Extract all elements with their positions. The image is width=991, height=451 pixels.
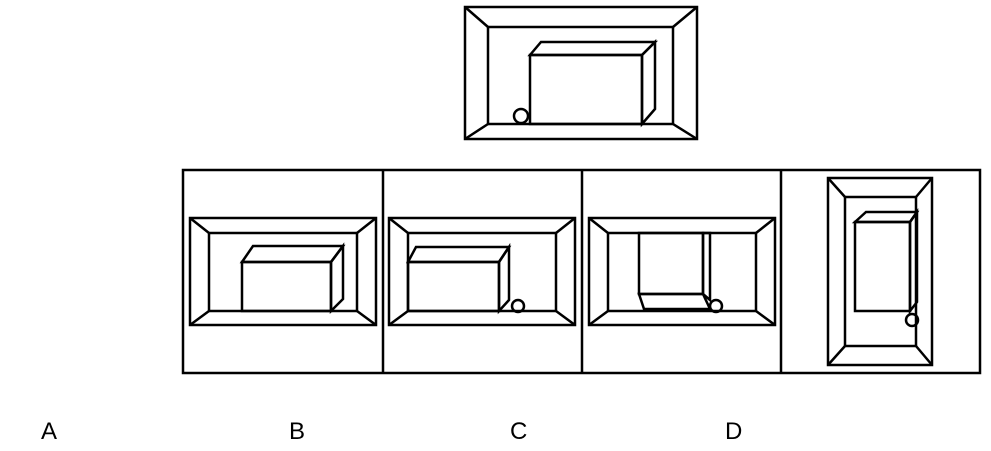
option-c-label: C — [510, 418, 528, 445]
cuboid — [405, 242, 512, 315]
cuboid — [527, 38, 659, 128]
cuboid — [239, 242, 346, 315]
cuboid — [851, 208, 920, 315]
option-d-label: D — [725, 418, 743, 445]
option-b-label: B — [289, 418, 306, 445]
ball — [510, 298, 526, 314]
option-a-figure — [188, 216, 378, 327]
room-frame — [387, 216, 577, 327]
option-d-figure — [826, 176, 934, 367]
ball — [904, 312, 920, 328]
room-frame — [463, 5, 699, 141]
option-a-label: A — [41, 418, 58, 445]
question-figure — [463, 5, 699, 141]
option-c-figure — [587, 216, 777, 327]
options-strip — [181, 168, 982, 375]
ball — [708, 298, 724, 314]
room-frame — [826, 176, 934, 367]
option-b-figure — [387, 216, 577, 327]
ball — [512, 107, 530, 125]
room-frame — [188, 216, 378, 327]
cuboid-rotated — [637, 231, 712, 311]
